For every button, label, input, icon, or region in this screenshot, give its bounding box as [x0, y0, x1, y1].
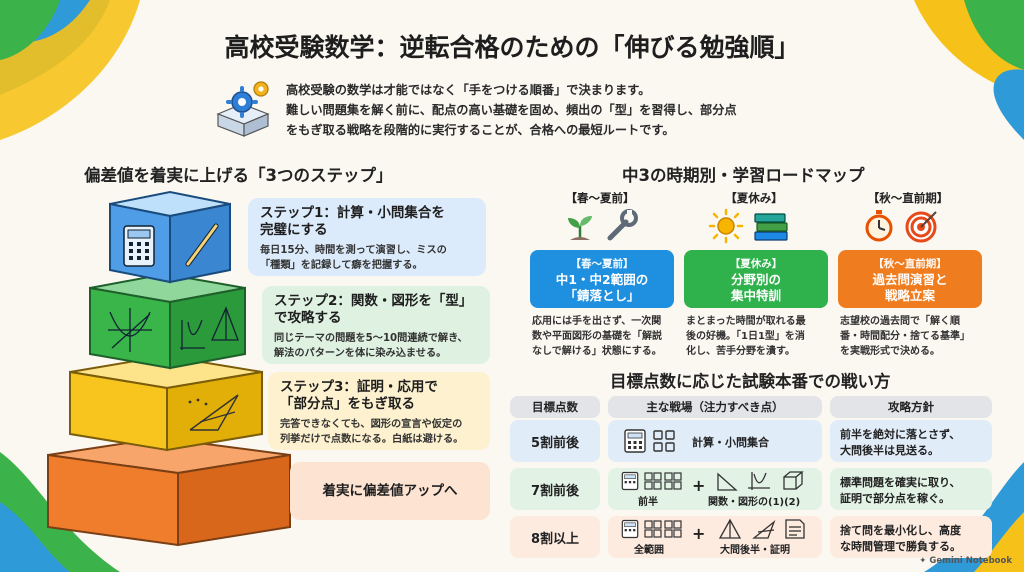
table-row-3-score: 8割以上 — [510, 516, 600, 558]
roadmap-heading: 中3の時期別・学習ロードマップ — [622, 166, 865, 185]
table-row-3-policy: 捨て問を最小化し、高度 な時間管理で勝負する。 — [830, 516, 992, 558]
plus-sign: + — [692, 476, 706, 495]
pyramid-block-base — [47, 436, 291, 547]
corner-decoration-bottom-left — [0, 452, 120, 572]
intro-line-2: 難しい問題集を解く前に、配点の高い基礎を固め、頻出の「型」を習得し、部分点 — [286, 103, 737, 117]
table-row-1-battle-text: 計算・小問集合 — [692, 436, 769, 449]
season-header-autumn: 【秋〜直前期】 — [867, 191, 949, 205]
page-title: 高校受験数学：逆転合格のための「伸びる勉強順」 — [224, 33, 800, 62]
gear-box-icon — [216, 81, 270, 137]
table-row-3-battle-b: 大問後半・証明 — [720, 545, 790, 556]
step-pyramid — [47, 190, 291, 547]
stopwatch-icon — [865, 210, 893, 242]
grid-icon — [653, 430, 675, 452]
plus-sign: + — [692, 524, 706, 543]
table-row-2-score: 7割前後 — [510, 468, 600, 510]
table-header-score: 目標点数 — [510, 396, 600, 418]
calculator-icon — [624, 429, 646, 453]
step-card-2: ステップ2：関数・図形を「型」 で攻略する 同じテーマの問題を5〜10問連続で解… — [262, 286, 490, 364]
target-icon — [905, 211, 937, 243]
season-desc-summer: まとまった時間が取れる最 後の好機。「1日1型」を消 化し、苦手分野を潰す。 — [686, 316, 806, 357]
table-row-2-battle: + 前半 関数・図形の(1)(2) — [608, 468, 822, 510]
step-card-1: ステップ1：計算・小問集合を 完璧にする 毎日15分、時間を測って演習し、ミスの… — [248, 198, 486, 276]
base-card: 着実に偏差値アップへ — [290, 462, 490, 520]
pyramid-block-step-2 — [89, 272, 246, 370]
step-3-title: ステップ3：証明・応用で 「部分点」をもぎ取る — [280, 379, 438, 412]
step-1-desc: 毎日15分、時間を測って演習し、ミスの 「種類」を記録して癖を把握する。 — [260, 245, 447, 271]
step-1-title: ステップ1：計算・小問集合を 完璧にする — [260, 205, 445, 238]
season-card-spring: 【春〜夏前】 中1・中2範囲の 「錆落とし」 — [530, 250, 674, 308]
corner-decoration-top-left — [0, 0, 140, 140]
corner-decoration-top-right — [914, 0, 1024, 140]
corner-decoration-bottom-right — [924, 462, 1024, 572]
pyramid-block-step-1 — [109, 190, 231, 284]
base-label: 着実に偏差値アップへ — [322, 482, 458, 499]
season-desc-autumn: 志望校の過去問で「解く順 番・時間配分・捨てる基準」 を実戦形式で決める。 — [840, 316, 970, 357]
table-row-1-policy: 前半を絶対に落とさず、 大問後半は見送る。 — [830, 420, 992, 462]
footer-brand-text: Gemini Notebook — [929, 556, 1012, 566]
steps-heading: 偏差値を着実に上げる「3つのステップ」 — [84, 166, 393, 185]
calculator-icon — [621, 519, 639, 539]
sprout-icon — [568, 216, 592, 240]
table-row-1-score: 5割前後 — [510, 420, 600, 462]
table-header-policy: 攻略方針 — [830, 396, 992, 418]
table-row-2-battle-b: 関数・図形の(1)(2) — [708, 497, 801, 508]
intro-line-3: をもぎ取る戦略を段階的に実行することが、合格への最短ルートです。 — [286, 123, 675, 137]
intro-text: 高校受験の数学は才能ではなく「手をつける順番」で決まります。 難しい問題集を解く… — [286, 80, 786, 140]
table-row-3-battle-a: 全範囲 — [634, 545, 664, 556]
proof-icons — [718, 518, 805, 539]
pyramid-block-step-3 — [69, 354, 263, 452]
calculator-icon — [621, 471, 639, 491]
intro-line-1: 高校受験の数学は才能ではなく「手をつける順番」で決まります。 — [286, 83, 651, 97]
sun-icon — [708, 208, 744, 244]
season-card-autumn: 【秋〜直前期】 過去問演習と 戦略立案 — [838, 250, 982, 308]
footer-brand: ✦ Gemini Notebook — [919, 556, 1012, 566]
table-row-3-battle: + 全範囲 大問後半・証明 — [608, 516, 822, 558]
books-icon — [754, 213, 788, 241]
step-2-desc: 同じテーマの問題を5〜10問連続で解き、 解法のパターンを体に染み込ませる。 — [274, 333, 468, 359]
geometry-icons — [717, 471, 804, 491]
strategy-heading: 目標点数に応じた試験本番での戦い方 — [610, 372, 891, 391]
step-card-3: ステップ3：証明・応用で 「部分点」をもぎ取る 完答できなくても、図形の宣言や仮… — [268, 372, 490, 450]
season-desc-spring: 応用には手を出さず、一次関 数や平面図形の基礎を「解説 なしで解ける」状態にする… — [532, 316, 662, 357]
table-row-1-battle: 計算・小問集合 — [608, 420, 822, 462]
grid-icon — [644, 472, 682, 490]
step-3-desc: 完答できなくても、図形の宣言や仮定の 列挙だけで点数になる。白紙は避ける。 — [280, 419, 464, 445]
season-header-summer: 【夏休み】 — [725, 191, 783, 205]
table-row-2-battle-a: 前半 — [638, 497, 658, 508]
wrench-icon — [607, 209, 638, 241]
table-header-battle: 主な戦場（注力すべき点） — [608, 396, 822, 418]
season-header-spring: 【春〜夏前】 — [565, 191, 635, 205]
sparkle-icon: ✦ — [919, 556, 930, 566]
table-row-2-policy: 標準問題を確実に取り、 証明で部分点を稼ぐ。 — [830, 468, 992, 510]
grid-icon — [644, 520, 682, 538]
step-2-title: ステップ2：関数・図形を「型」 で攻略する — [274, 293, 473, 326]
season-card-summer: 【夏休み】 分野別の 集中特訓 — [684, 250, 828, 308]
